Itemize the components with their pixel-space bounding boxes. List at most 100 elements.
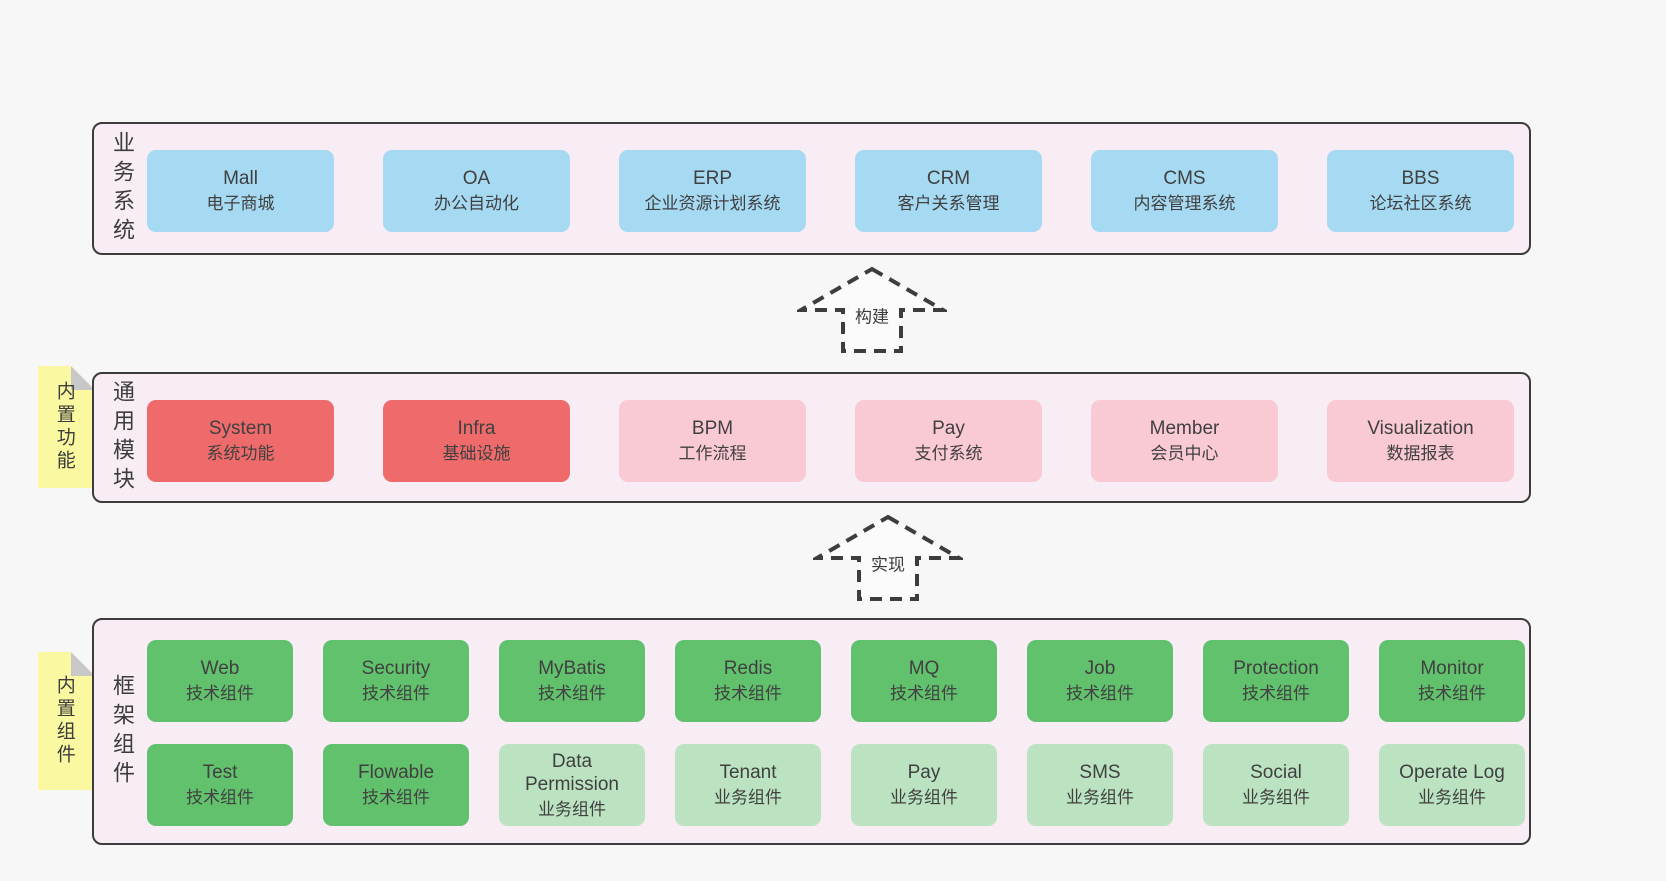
box-title: Monitor [1420,658,1484,680]
sticky-tab-label: 内置组件 [53,675,75,767]
component-box-mybatis: MyBatis 技术组件 [499,640,645,722]
box-title: Visualization [1367,418,1474,440]
box-title: Flowable [357,762,435,784]
box-subtitle: 业务组件 [714,788,782,808]
modules-box-row: System 系统功能 Infra 基础设施 BPM 工作流程 Pay 支付系统… [147,400,1514,482]
box-title: Security [361,658,431,680]
layer-side-label: 框架组件 [110,673,135,790]
box-title: CMS [1163,168,1206,190]
box-title: BPM [691,418,734,440]
box-title: Data Permission [525,750,619,796]
component-box-job: Job 技术组件 [1027,640,1173,722]
arrow-label: 实现 [868,549,908,577]
box-subtitle: 技术组件 [362,684,430,704]
component-box-pay: Pay 业务组件 [851,744,997,826]
box-subtitle: 技术组件 [1242,684,1310,704]
module-box-pay: Pay 支付系统 [855,400,1042,482]
box-subtitle: 客户关系管理 [897,194,1000,214]
box-subtitle: 技术组件 [890,684,958,704]
box-title: Tenant [719,762,777,784]
box-title: System [208,418,273,440]
business-box-cms: CMS 内容管理系统 [1091,150,1278,232]
component-box-monitor: Monitor 技术组件 [1379,640,1525,722]
box-title: Operate Log [1399,762,1505,784]
module-box-bpm: BPM 工作流程 [619,400,806,482]
box-subtitle: 技术组件 [538,684,606,704]
module-box-infra: Infra 基础设施 [383,400,570,482]
build-arrow: 构建 [797,266,947,354]
business-box-mall: Mall 电子商城 [147,150,334,232]
layer-side-label: 业务系统 [110,130,135,247]
box-title: MyBatis [538,658,606,680]
implement-arrow: 实现 [813,514,963,602]
component-box-operate-log: Operate Log 业务组件 [1379,744,1525,826]
component-box-web: Web 技术组件 [147,640,293,722]
box-subtitle: 系统功能 [206,444,275,464]
box-subtitle: 业务组件 [1242,788,1310,808]
box-subtitle: 技术组件 [714,684,782,704]
business-box-crm: CRM 客户关系管理 [855,150,1042,232]
layer-side-label: 通用模块 [110,379,135,496]
box-subtitle: 会员中心 [1150,444,1219,464]
component-box-flowable: Flowable 技术组件 [323,744,469,826]
box-title: Pay [907,762,941,784]
box-title: Job [1084,658,1116,680]
business-box-erp: ERP 企业资源计划系统 [619,150,806,232]
box-title: SMS [1079,762,1121,784]
component-box-mq: MQ 技术组件 [851,640,997,722]
box-title: Test [202,762,238,784]
business-box-bbs: BBS 论坛社区系统 [1327,150,1514,232]
box-title: Member [1149,418,1220,440]
box-title: Web [200,658,240,680]
box-subtitle: 业务组件 [1066,788,1134,808]
framework-components-layer: 框架组件 Web 技术组件 Security 技术组件 MyBatis 技术组件… [92,618,1531,845]
sticky-tab-built-in-features: 内置功能 [38,366,95,488]
box-title: MQ [908,658,940,680]
box-title: BBS [1401,168,1440,190]
box-subtitle: 数据报表 [1386,444,1455,464]
box-subtitle: 业务组件 [1418,788,1486,808]
component-box-security: Security 技术组件 [323,640,469,722]
component-box-test: Test 技术组件 [147,744,293,826]
sticky-tab-label: 内置功能 [53,381,75,473]
box-subtitle: 技术组件 [1418,684,1486,704]
box-subtitle: 技术组件 [362,788,430,808]
business-box-oa: OA 办公自动化 [383,150,570,232]
common-modules-layer: 通用模块 System 系统功能 Infra 基础设施 BPM 工作流程 Pay… [92,372,1531,503]
box-subtitle: 企业资源计划系统 [644,194,781,214]
box-subtitle: 支付系统 [914,444,983,464]
component-box-protection: Protection 技术组件 [1203,640,1349,722]
component-box-social: Social 业务组件 [1203,744,1349,826]
box-subtitle: 技术组件 [186,788,254,808]
components-row-1: Web 技术组件 Security 技术组件 MyBatis 技术组件 Redi… [147,640,1525,722]
arrow-label: 构建 [852,301,892,329]
box-title: Redis [723,658,773,680]
box-title: OA [462,168,491,190]
business-box-row: Mall 电子商城 OA 办公自动化 ERP 企业资源计划系统 CRM 客户关系… [147,150,1514,232]
box-subtitle: 技术组件 [1066,684,1134,704]
box-subtitle: 技术组件 [186,684,254,704]
box-title: Protection [1233,658,1319,680]
box-subtitle: 办公自动化 [434,194,519,214]
box-subtitle: 论坛社区系统 [1369,194,1472,214]
components-row-2: Test 技术组件 Flowable 技术组件 Data Permission … [147,744,1525,826]
box-subtitle: 业务组件 [538,800,606,820]
box-subtitle: 基础设施 [442,444,511,464]
box-title: Infra [457,418,496,440]
module-box-member: Member 会员中心 [1091,400,1278,482]
box-title: Social [1250,762,1302,784]
module-box-system: System 系统功能 [147,400,334,482]
module-box-visualization: Visualization 数据报表 [1327,400,1514,482]
box-subtitle: 内容管理系统 [1133,194,1236,214]
box-title: CRM [926,168,971,190]
sticky-tab-built-in-components: 内置组件 [38,652,95,790]
box-title: Mall [223,168,258,190]
box-subtitle: 电子商城 [206,194,275,214]
box-subtitle: 工作流程 [678,444,747,464]
component-box-redis: Redis 技术组件 [675,640,821,722]
business-systems-layer: 业务系统 Mall 电子商城 OA 办公自动化 ERP 企业资源计划系统 CRM… [92,122,1531,255]
component-box-sms: SMS 业务组件 [1027,744,1173,826]
box-title: Pay [932,418,965,440]
component-box-data-permission: Data Permission 业务组件 [499,744,645,826]
